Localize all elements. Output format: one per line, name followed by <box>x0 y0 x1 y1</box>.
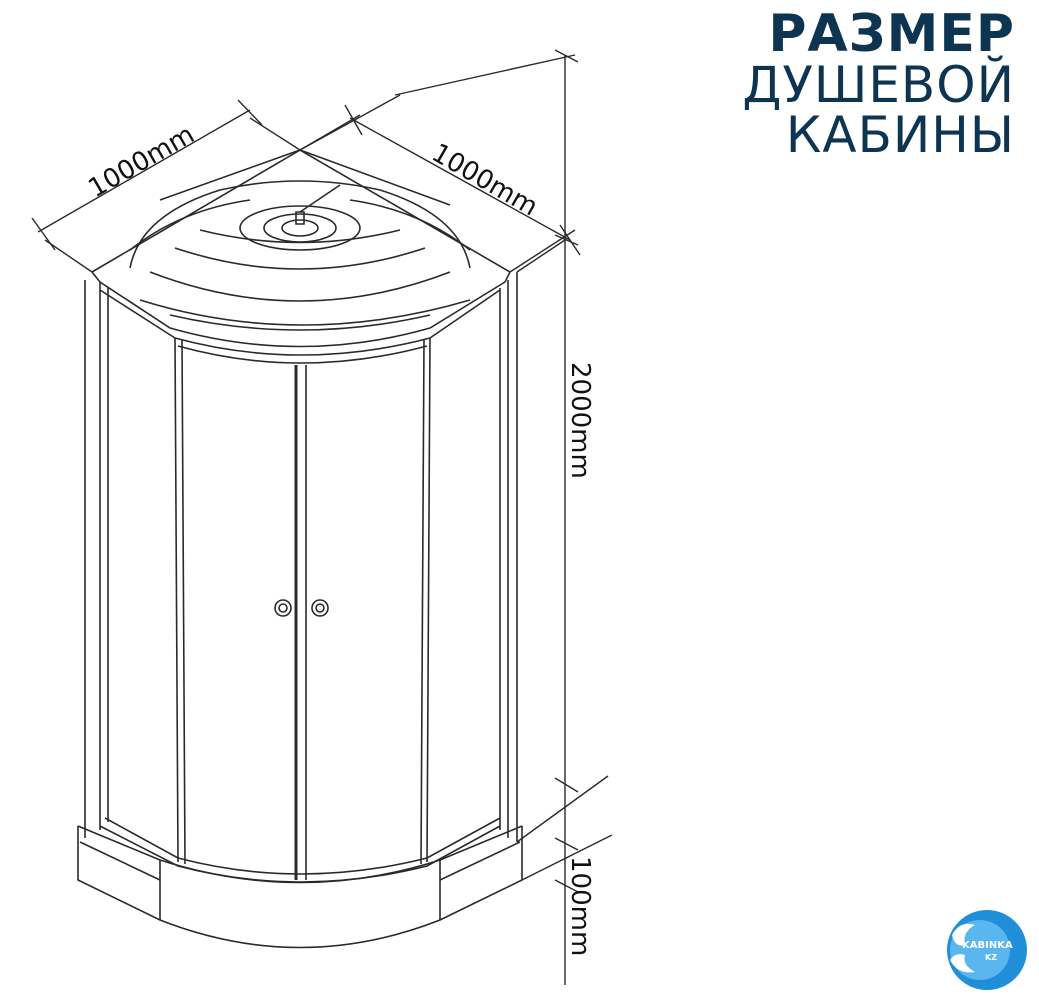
dim-height: 2000mm <box>565 362 595 479</box>
cabin-outline <box>77 149 523 949</box>
dimension-lines <box>31 49 613 985</box>
title-line-3: КАБИНЫ <box>785 106 1015 164</box>
title-line-2: ДУШЕВОЙ <box>742 56 1015 114</box>
title-block: РАЗМЕР ДУШЕВОЙ КАБИНЫ <box>742 8 1015 160</box>
dim-width-right: 1000mm <box>427 138 543 222</box>
kabinka-logo: KABINKA KZ <box>947 910 1027 990</box>
dim-tray-height: 100mm <box>565 856 595 956</box>
title-line-1: РАЗМЕР <box>768 4 1015 64</box>
logo-name: KABINKA <box>962 940 1013 951</box>
logo-wave-icon <box>952 923 975 946</box>
logo-suffix: KZ <box>985 953 997 962</box>
